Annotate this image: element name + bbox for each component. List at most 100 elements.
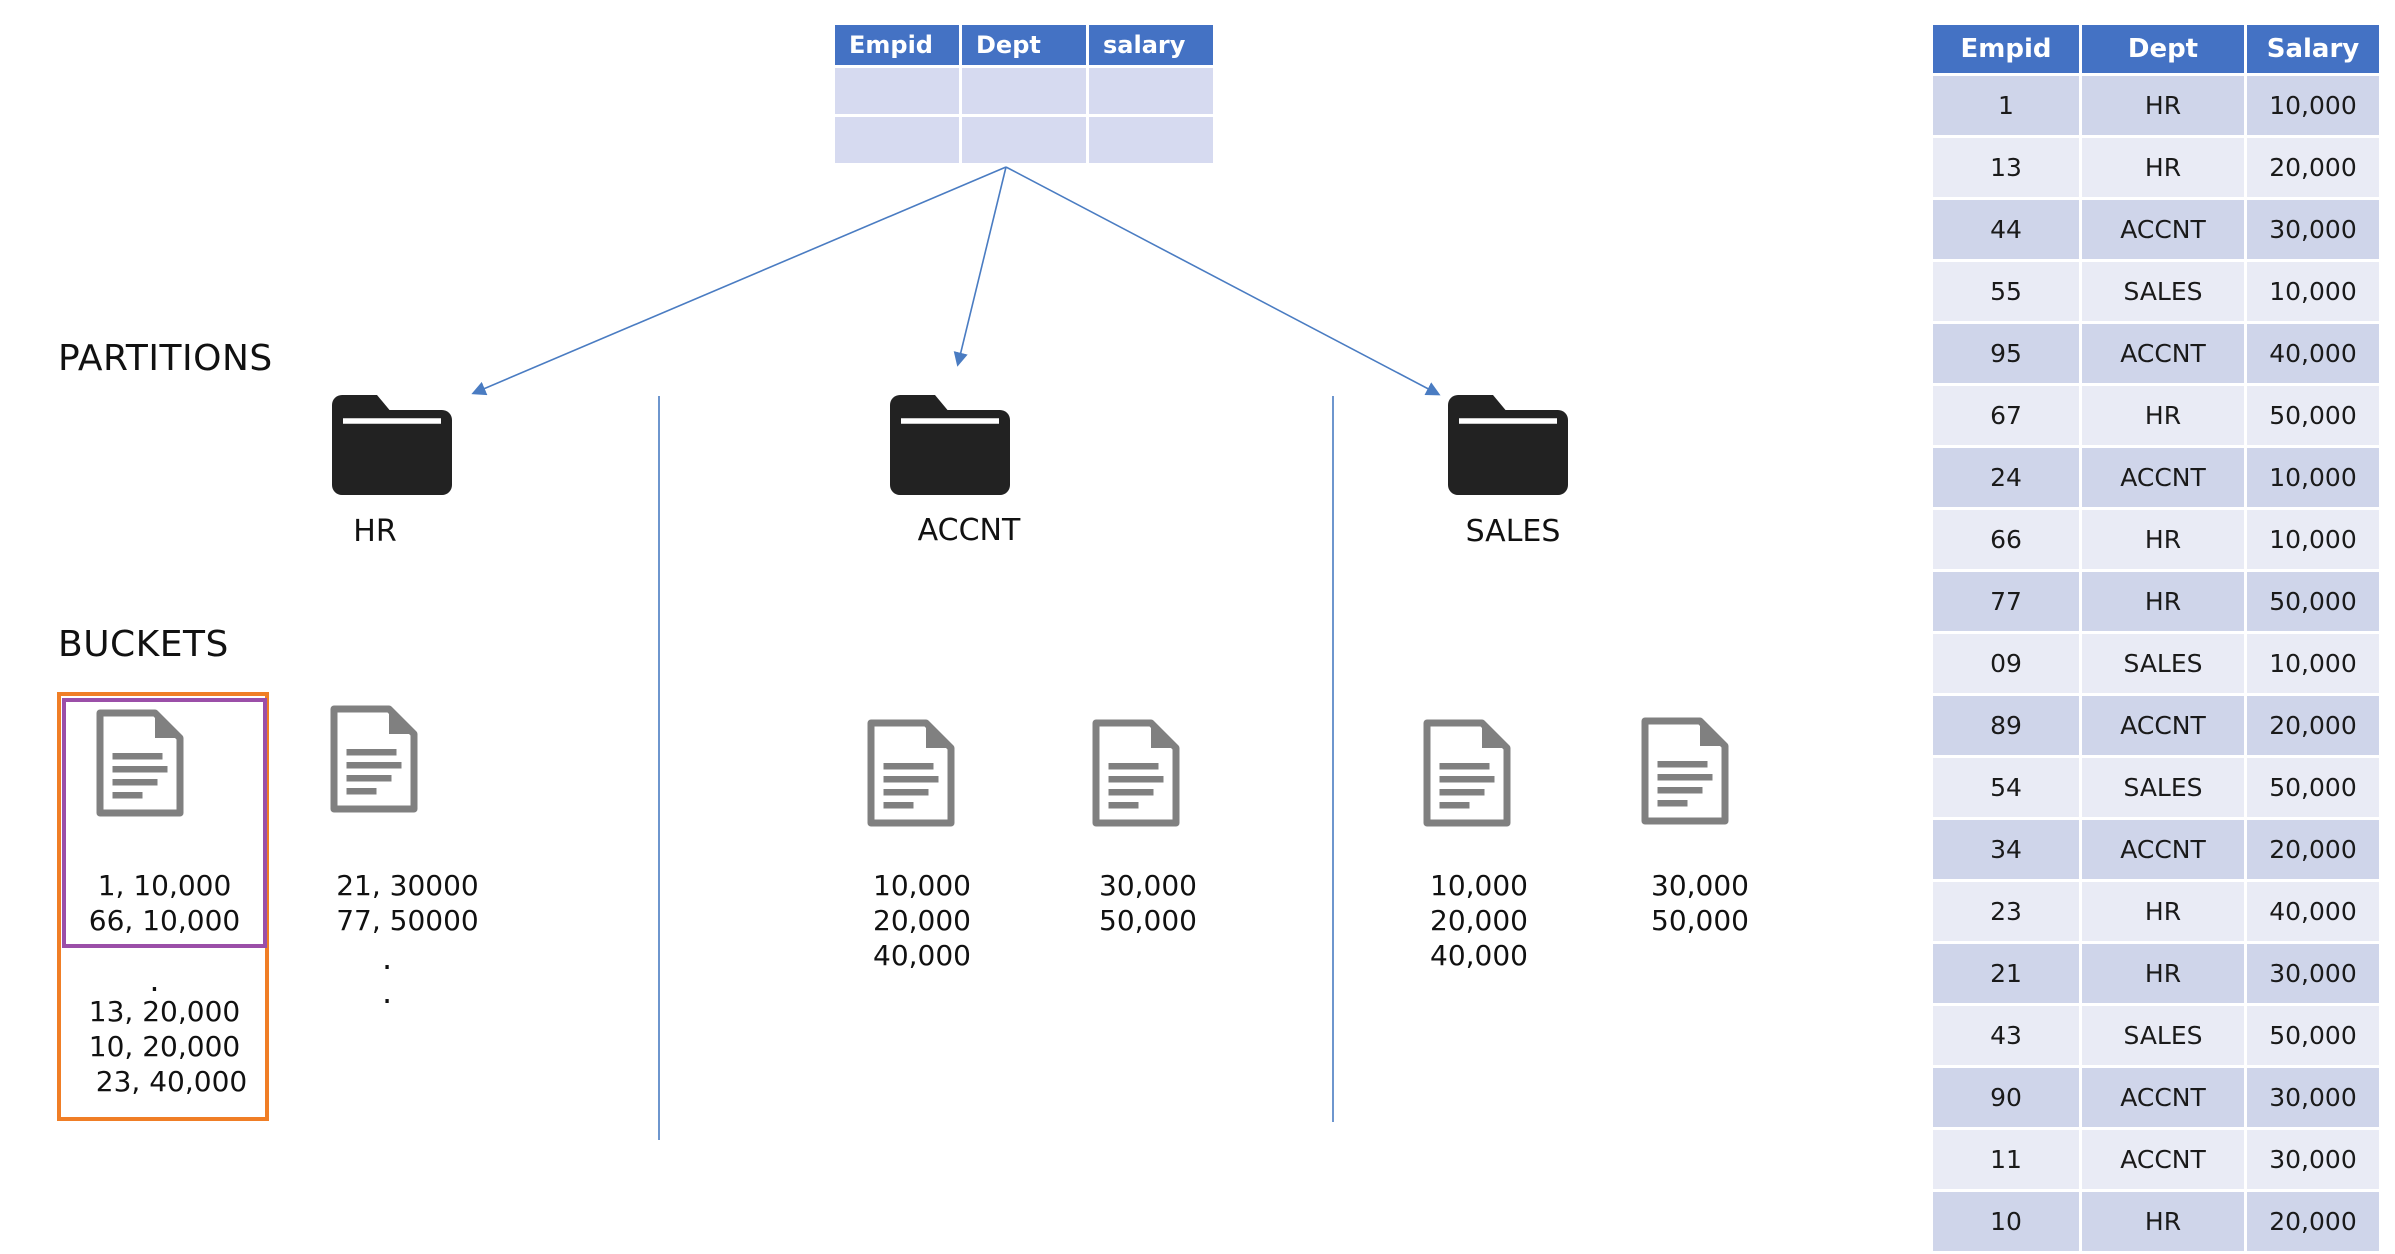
table-cell: SALES — [2082, 758, 2244, 817]
data-header-salary: Salary — [2247, 25, 2379, 73]
bucket-value-line: 13, 20,000 — [88, 995, 241, 1028]
table-cell: 10 — [1933, 1192, 2079, 1251]
folder-icon — [890, 395, 1010, 495]
bucket-value-line: 50,000 — [1651, 904, 1749, 937]
table-cell: 13 — [1933, 138, 2079, 197]
table-cell: 23 — [1933, 882, 2079, 941]
bucket-value-line: 77, 50000 — [336, 904, 479, 937]
bucket-ellipsis: . . — [382, 942, 392, 1008]
table-cell: SALES — [2082, 634, 2244, 693]
table-cell: 10,000 — [2247, 634, 2379, 693]
data-header-dept: Dept — [2082, 25, 2244, 73]
document-icon — [867, 719, 955, 827]
table-cell: 30,000 — [2247, 1130, 2379, 1189]
table-cell: 10,000 — [2247, 76, 2379, 135]
buckets-label: BUCKETS — [58, 624, 229, 665]
table-cell: HR — [2082, 510, 2244, 569]
ellipsis-dot: . — [149, 961, 160, 999]
table-cell: 40,000 — [2247, 882, 2379, 941]
bucket-values: 1, 10,000 66, 10,000 — [62, 868, 267, 938]
document-icon — [96, 709, 184, 817]
document-icon — [330, 705, 418, 813]
schema-cell — [1089, 117, 1213, 163]
table-cell: 67 — [1933, 386, 2079, 445]
table-cell: ACCNT — [2082, 324, 2244, 383]
table-cell: ACCNT — [2082, 820, 2244, 879]
bucket-values: 30,000 50,000 — [1625, 868, 1775, 938]
table-cell: 20,000 — [2247, 820, 2379, 879]
schema-empty-row — [835, 117, 1213, 163]
bucket-outline-purple — [62, 698, 267, 948]
table-cell: 10,000 — [2247, 448, 2379, 507]
document-icon — [1423, 719, 1511, 827]
bucket-values: 10,000 20,000 40,000 — [1404, 868, 1554, 973]
table-cell: 50,000 — [2247, 1006, 2379, 1065]
table-cell: 54 — [1933, 758, 2079, 817]
partition-label-hr: HR — [353, 514, 397, 549]
bucket-value-line: 40,000 — [873, 939, 971, 972]
table-cell: HR — [2082, 882, 2244, 941]
table-cell: 20,000 — [2247, 696, 2379, 755]
table-cell: ACCNT — [2082, 200, 2244, 259]
arrow-to-hr — [471, 166, 1007, 396]
table-cell: HR — [2082, 572, 2244, 631]
table-cell: 24 — [1933, 448, 2079, 507]
table-cell: ACCNT — [2082, 448, 2244, 507]
table-cell: 09 — [1933, 634, 2079, 693]
table-cell: 11 — [1933, 1130, 2079, 1189]
folder-icon — [1448, 395, 1568, 495]
bucket-value-line: 21, 30000 — [336, 869, 479, 902]
table-cell: 95 — [1933, 324, 2079, 383]
bucket-value-line: 10, 20,000 — [88, 1030, 241, 1063]
partitions-label: PARTITIONS — [58, 338, 273, 379]
document-icon — [1641, 717, 1729, 825]
table-cell: HR — [2082, 386, 2244, 445]
bucket-values-more: . 13, 20,000 10, 20,000 23, 40,000 — [62, 964, 267, 1099]
folder-icon — [332, 395, 452, 495]
table-cell: 1 — [1933, 76, 2079, 135]
schema-header-empid: Empid — [835, 25, 959, 65]
table-cell: HR — [2082, 76, 2244, 135]
schema-cell — [835, 68, 959, 114]
table-cell: 10,000 — [2247, 262, 2379, 321]
table-cell: 44 — [1933, 200, 2079, 259]
table-cell: SALES — [2082, 1006, 2244, 1065]
arrow-to-sales — [1005, 166, 1441, 396]
schema-cell — [962, 68, 1086, 114]
table-cell: 20,000 — [2247, 1192, 2379, 1251]
table-cell: 50,000 — [2247, 386, 2379, 445]
partition-label-sales: SALES — [1465, 514, 1561, 549]
table-cell: 50,000 — [2247, 758, 2379, 817]
table-cell: SALES — [2082, 262, 2244, 321]
schema-header-salary: salary — [1089, 25, 1213, 65]
schema-header-row: Empid Dept salary — [835, 25, 1213, 65]
schema-table: Empid Dept salary — [832, 22, 1216, 166]
connector-lines — [471, 166, 1441, 1140]
arrow-to-accnt — [953, 166, 1007, 367]
bucket-value-line: 10,000 — [873, 869, 971, 902]
bucket-outline-orange — [57, 692, 269, 1121]
bucket-value-line: 23, 40,000 — [95, 1065, 248, 1098]
schema-cell — [835, 117, 959, 163]
data-header-empid: Empid — [1933, 25, 2079, 73]
document-icon — [1092, 719, 1180, 827]
table-cell: 34 — [1933, 820, 2079, 879]
schema-cell — [1089, 68, 1213, 114]
table-cell: 50,000 — [2247, 572, 2379, 631]
bucket-value-line: 20,000 — [873, 904, 971, 937]
